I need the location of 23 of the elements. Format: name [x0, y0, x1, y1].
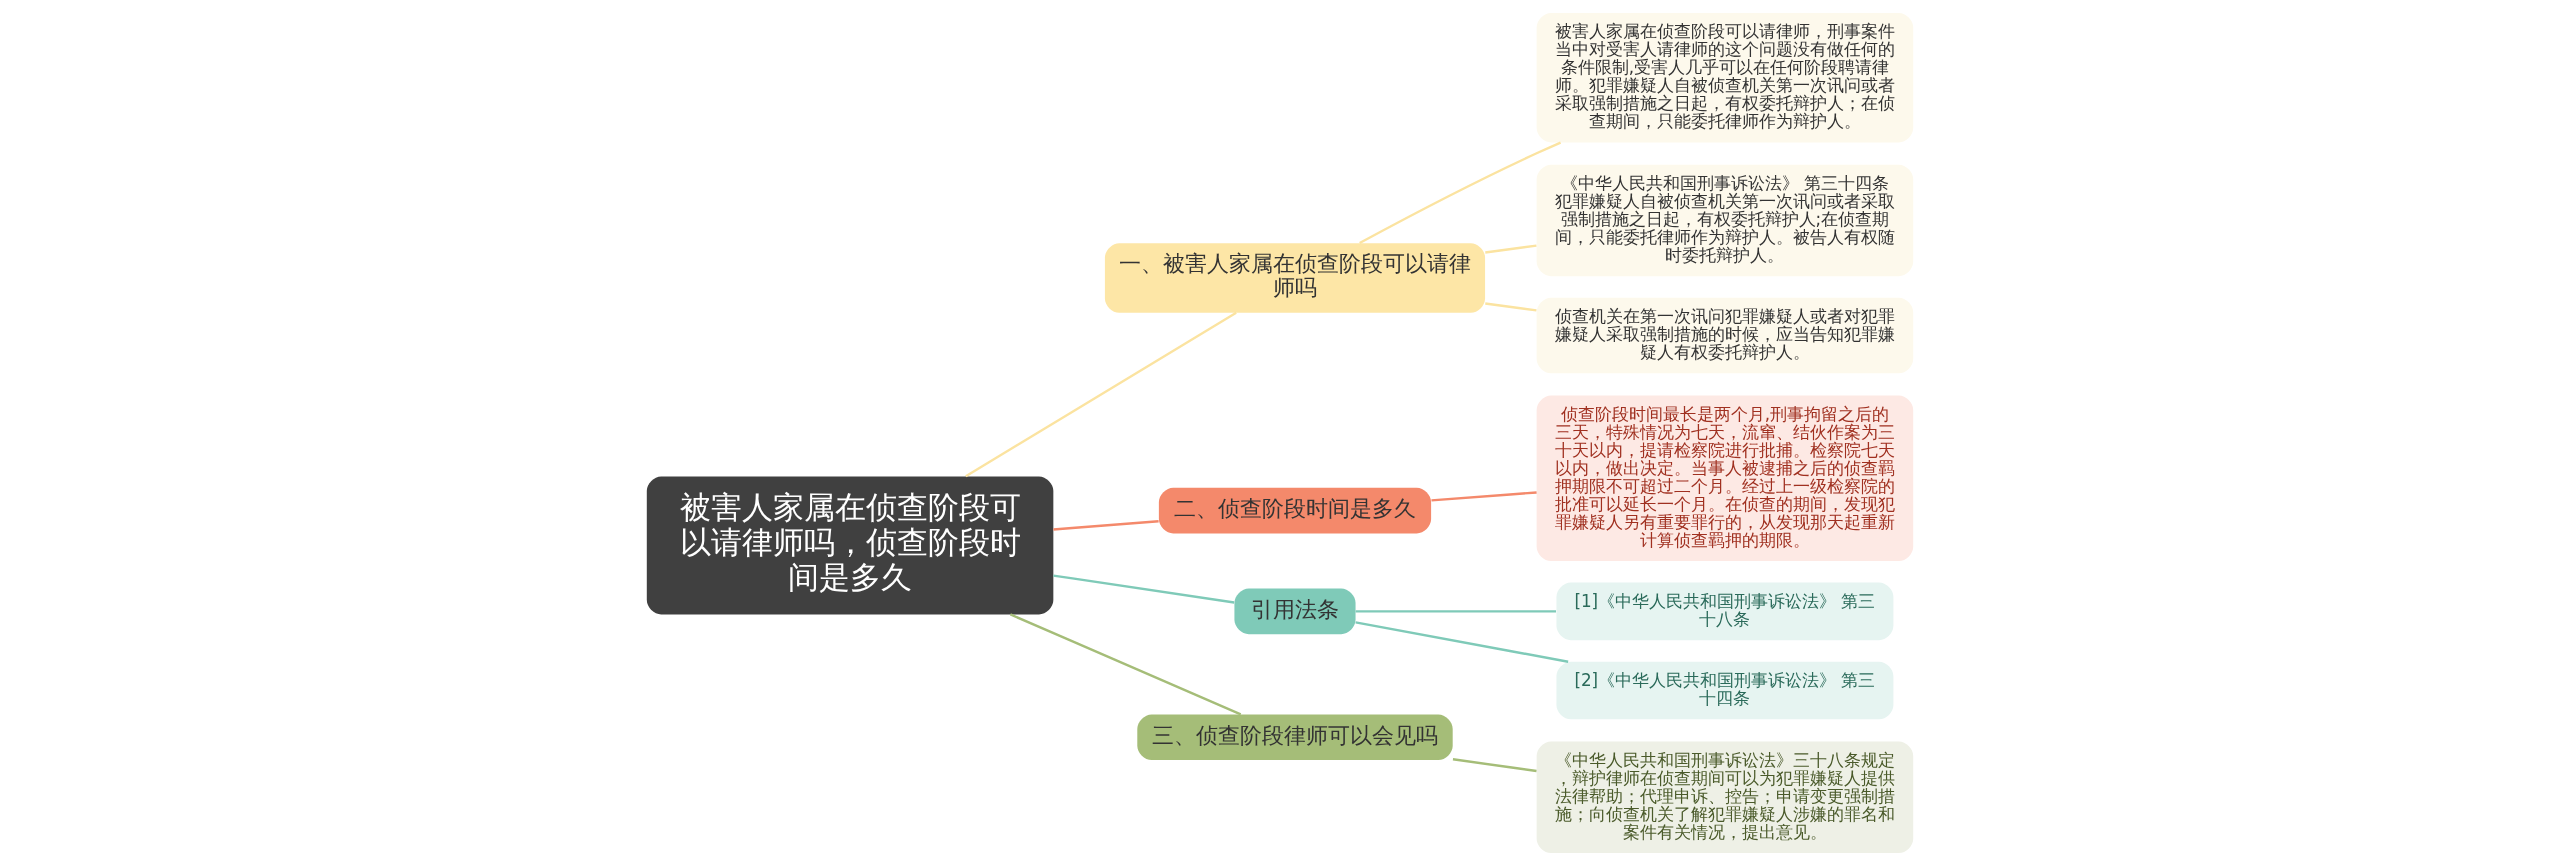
connector: [1485, 244, 1537, 254]
node-box: 被害人家属在侦查阶段可以请律师吗，侦查阶段时间是多久: [646, 476, 1054, 615]
node-box: [2]《中华人民共和国刑事诉讼法》 第三十四条: [1556, 661, 1894, 720]
connector: [1485, 302, 1537, 312]
connector: [1359, 141, 1562, 245]
node-box: 引用法条: [1234, 588, 1356, 635]
connector: [965, 311, 1237, 478]
node-box: 《中华人民共和国刑事诉讼法》三十八条规定，辩护律师在侦查期间可以为犯罪嫌疑人提供法律帮助；代理申诉、控告；申请变更强制措施；向侦查机关了解犯罪嫌疑人涉嫌的罪名和案件有关情况，提出意见。: [1536, 741, 1914, 854]
node-box: 被害人家属在侦查阶段可以请律师，刑事案件当中对受害人请律师的这个问题没有做任何的条件限制,受害人几乎可以在任何阶段聘请律师。犯罪嫌疑人自被侦查机关第一次讯问或者采取强制措施之日起，有权委托辩护人；在侦查期间，只能委托律师作为辩护人。: [1536, 12, 1914, 143]
connector: [1431, 491, 1537, 502]
node-box: 三、侦查阶段律师可以会见吗: [1137, 714, 1453, 761]
node-box: 侦查机关在第一次讯问犯罪嫌疑人或者对犯罪嫌疑人采取强制措施的时候，应当告知犯罪嫌疑人有权委托辩护人。: [1536, 297, 1914, 374]
node-box: 二、侦查阶段时间是多久: [1158, 487, 1432, 534]
node-box: 一、被害人家属在侦查阶段可以请律师吗: [1104, 243, 1486, 313]
node-box: 侦查阶段时间最长是两个月,刑事拘留之后的三天，特殊情况为七天，流窜、结伙作案为三十天以内，提请检察院进行批捕。检察院七天以内，做出决定。当事人被逮捕之后的侦查羁押期限不可超过二个月。经过上一级检察院的批准可以延长一个月。在侦查的期间，发现犯罪嫌疑人另有重要罪行的，从发现那天起重新计算侦查羁押的期限。: [1536, 395, 1914, 561]
connector: [1452, 758, 1537, 773]
connector: [1053, 574, 1235, 604]
node-box: 《中华人民共和国刑事诉讼法》 第三十四条犯罪嫌疑人自被侦查机关第一次讯问或者采取强制措施之日起，有权委托辩护人;在侦查期间，只能委托律师作为辩护人。被告人有权随时委托辩护人。: [1536, 164, 1914, 277]
connector: [1355, 621, 1569, 663]
node-box: [1]《中华人民共和国刑事诉讼法》 第三十八条: [1556, 582, 1894, 641]
connector: [1053, 520, 1159, 531]
connector: [1355, 610, 1556, 613]
connector: [1009, 613, 1242, 716]
